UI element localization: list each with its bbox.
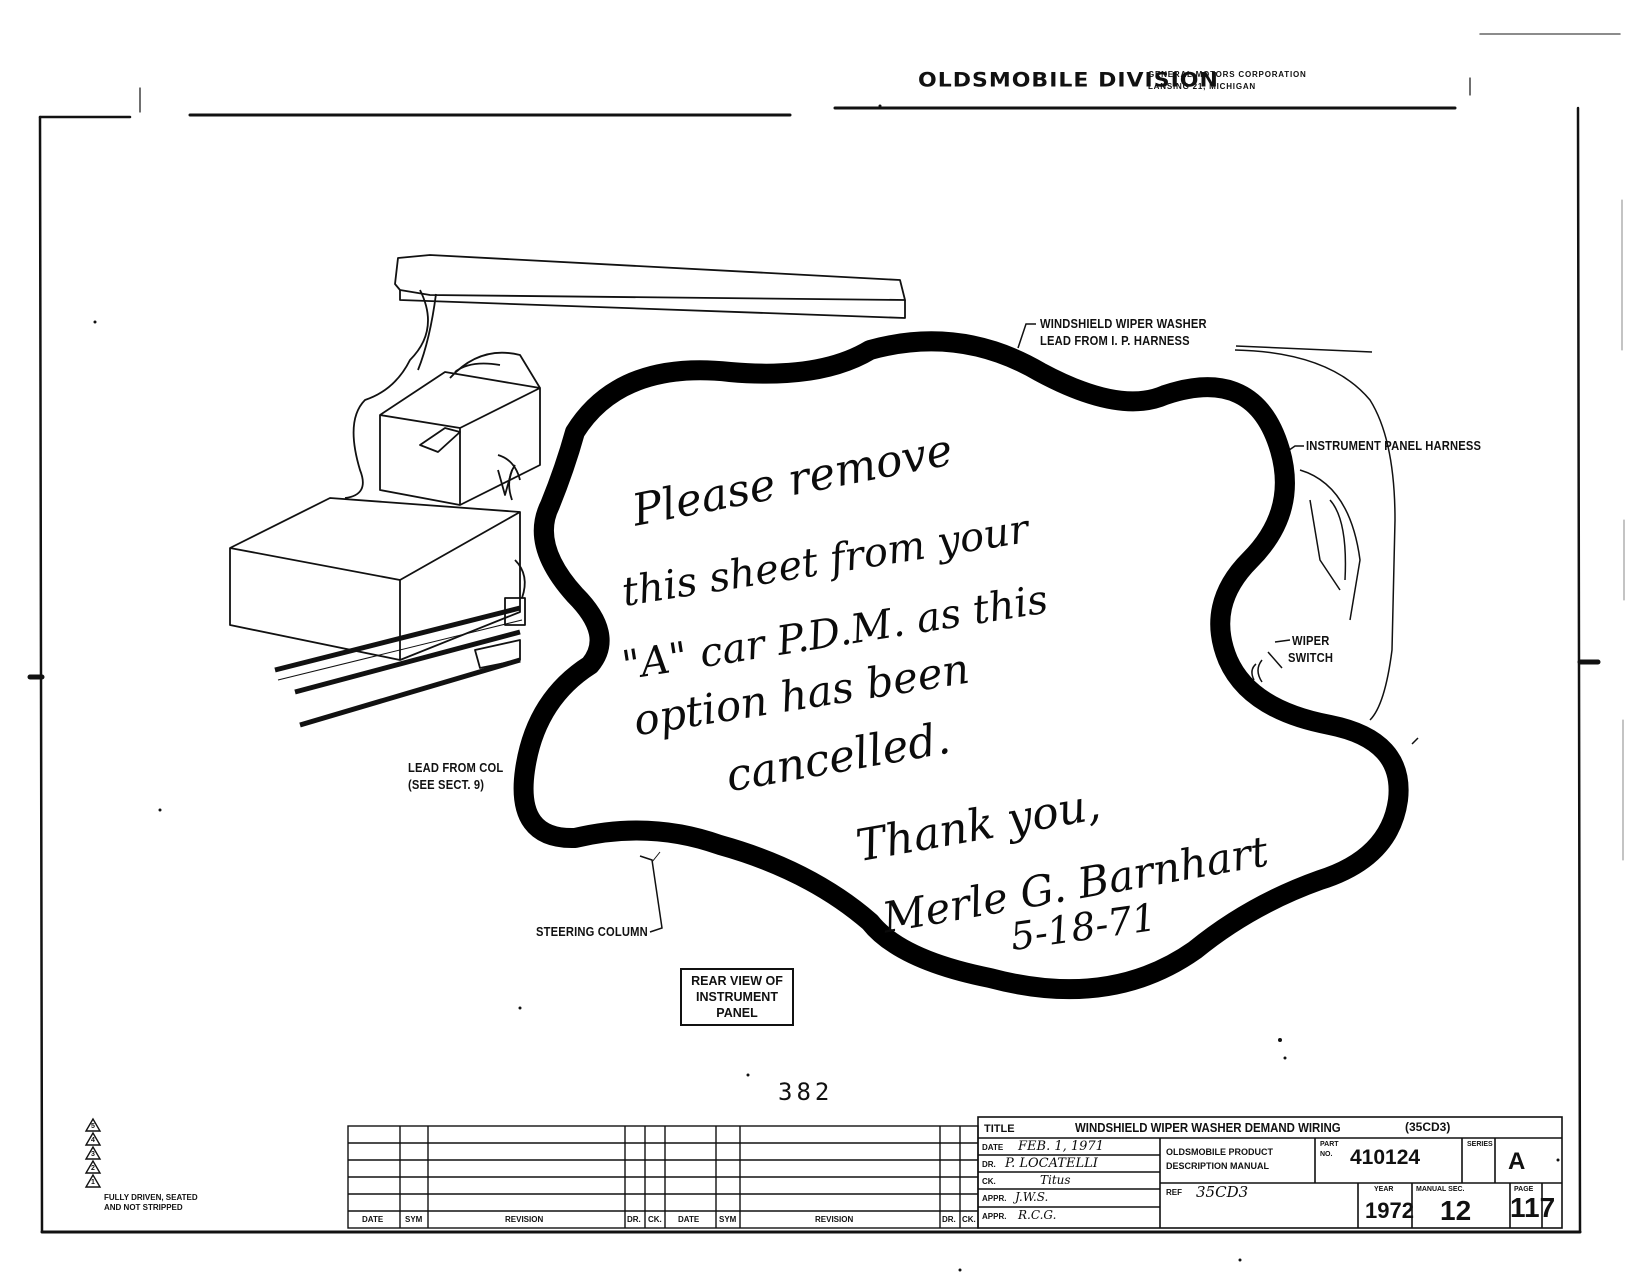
wiper-switch-label-2: SWITCH: [1288, 650, 1334, 665]
ck-label: CK.: [982, 1177, 996, 1186]
dr-label: DR.: [982, 1160, 996, 1169]
division-heading: OLDSMOBILE DIVISION: [918, 69, 1219, 92]
rev-col-ck-2: CK.: [962, 1215, 976, 1224]
instrument-panel-harness-label: INSTRUMENT PANEL HARNESS: [1306, 438, 1482, 453]
legend-symbol: 1: [91, 1179, 95, 1186]
ref-value: 35CD3: [1196, 1183, 1249, 1201]
rev-col-date: DATE: [362, 1215, 384, 1224]
drawing-title: WINDSHIELD WIPER WASHER DEMAND WIRING: [1075, 1120, 1341, 1135]
washer-lead-label-2: LEAD FROM I. P. HARNESS: [1040, 333, 1190, 348]
series-value: A: [1508, 1148, 1526, 1175]
ck-value: Titus: [1040, 1173, 1071, 1187]
steering-column-label: STEERING COLUMN: [536, 924, 648, 939]
legend-note-2: AND NOT STRIPPED: [104, 1203, 183, 1212]
page-mark: 382: [778, 1078, 834, 1106]
corporation-name: GENERAL MOTORS CORPORATION: [1148, 70, 1307, 79]
appr1-label: APPR.: [982, 1194, 1007, 1203]
rev-col-sym: SYM: [405, 1215, 423, 1224]
part-label-2: NO.: [1320, 1151, 1333, 1158]
washer-lead-label-1: WINDSHIELD WIPER WASHER: [1040, 316, 1207, 331]
rear-view-line-2: INSTRUMENT: [696, 990, 778, 1004]
appr2-value: R.C.G.: [1018, 1208, 1057, 1222]
ref-label: REF: [1166, 1188, 1182, 1197]
manual-sec-value: 12: [1440, 1195, 1472, 1226]
rear-view-line-3: PANEL: [716, 1006, 758, 1020]
legend-symbol: 5: [91, 1123, 95, 1130]
rev-col-revision-2: REVISION: [815, 1215, 854, 1224]
legend-symbols: 5 4 3 2 1: [86, 1118, 100, 1188]
rev-col-revision: REVISION: [505, 1215, 544, 1224]
drawing-title-code: (35CD3): [1405, 1120, 1451, 1134]
date-value: FEB. 1, 1971: [1018, 1139, 1104, 1154]
year-value: 1972: [1365, 1198, 1414, 1223]
lead-from-col-label-1: LEAD FROM COL: [408, 760, 504, 775]
corporation-location: LANSING 21, MICHIGAN: [1148, 82, 1257, 91]
rear-view-line-1: REAR VIEW OF: [691, 974, 783, 988]
appr1-value: J.W.S.: [1015, 1190, 1049, 1204]
manual-name-1: OLDSMOBILE PRODUCT: [1166, 1147, 1273, 1157]
date-label: DATE: [982, 1143, 1004, 1152]
part-label-1: PART: [1320, 1141, 1339, 1148]
legend-symbol: 3: [91, 1151, 95, 1158]
rev-col-sym-2: SYM: [719, 1215, 737, 1224]
page-label: PAGE: [1514, 1186, 1534, 1193]
legend-symbol: 2: [91, 1165, 95, 1172]
manual-name-2: DESCRIPTION MANUAL: [1166, 1161, 1269, 1171]
rear-view-box: REAR VIEW OF INSTRUMENT PANEL: [680, 968, 794, 1026]
rev-col-ck: CK.: [648, 1215, 662, 1224]
legend-note-1: FULLY DRIVEN, SEATED: [104, 1193, 198, 1202]
part-number: 410124: [1350, 1146, 1421, 1169]
page-value: 117: [1510, 1192, 1556, 1223]
legend-symbol: 4: [91, 1137, 95, 1144]
manual-sec-label: MANUAL SEC.: [1416, 1186, 1465, 1193]
rev-col-dr-2: DR.: [942, 1215, 956, 1224]
rev-col-dr: DR.: [627, 1215, 641, 1224]
wiper-switch-label-1: WIPER: [1292, 633, 1330, 648]
series-label: SERIES: [1467, 1141, 1493, 1148]
dr-value: P. LOCATELLI: [1005, 1156, 1098, 1171]
lead-from-col-label-2: (SEE SECT. 9): [408, 777, 485, 792]
rev-col-date-2: DATE: [678, 1215, 700, 1224]
title-label: TITLE: [984, 1123, 1015, 1135]
note-outline: [513, 331, 1409, 1000]
appr2-label: APPR.: [982, 1212, 1007, 1221]
year-label: YEAR: [1374, 1186, 1394, 1193]
